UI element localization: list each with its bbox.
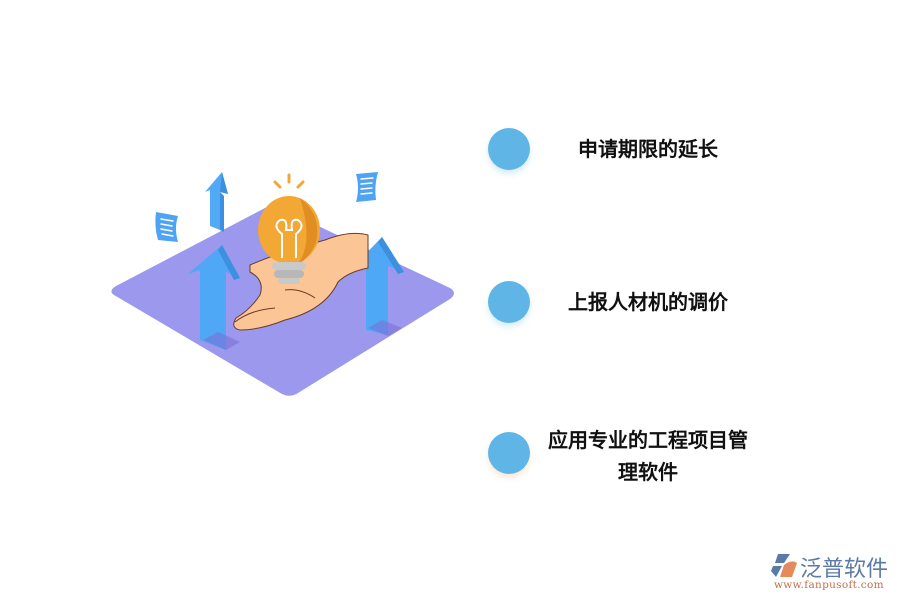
- growth-idea-illustration: [111, 172, 454, 396]
- list-item-project-software: 应用专业的工程项目管理软件: [488, 428, 758, 494]
- item-label: 上报人材机的调价: [568, 290, 728, 314]
- illustration: [100, 160, 470, 410]
- brand-logo: 泛普软件 www.fanpusoft.com: [768, 550, 896, 592]
- bullet-dot-icon: [488, 432, 530, 474]
- list-item-deadline-extension: 申请期限的延长: [488, 126, 758, 172]
- document-icon-right: [356, 172, 378, 202]
- bullet-dot-icon: [488, 281, 530, 323]
- item-label: 申请期限的延长: [578, 137, 718, 161]
- item-label: 应用专业的工程项目管理软件: [548, 428, 748, 484]
- list-item-price-adjustment: 上报人材机的调价: [488, 279, 758, 325]
- fanpu-logo-icon: [771, 554, 797, 577]
- lightbulb-icon: [258, 173, 320, 284]
- hand-icon: [233, 232, 369, 331]
- bullet-dot-icon: [488, 128, 530, 170]
- logo-url: www.fanpusoft.com: [774, 579, 884, 591]
- document-icon-left: [155, 212, 178, 242]
- logo-name: 泛普软件: [800, 557, 889, 582]
- arrow-up-icon-small: [205, 172, 228, 232]
- arrow-up-icon-left: [188, 245, 240, 350]
